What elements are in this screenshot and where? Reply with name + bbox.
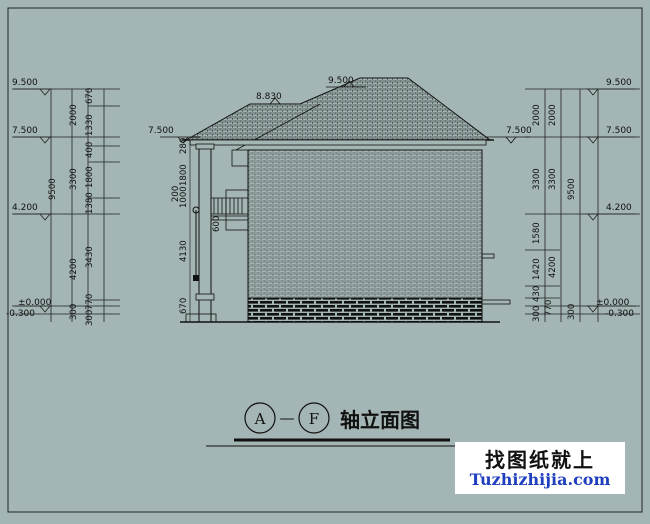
watermark-cn: 找图纸就上 bbox=[485, 448, 595, 472]
bldg-dim-280: 280 bbox=[179, 138, 189, 154]
left-dim-second: 3300 bbox=[69, 168, 79, 190]
right-dim-300b: 300 bbox=[532, 306, 542, 322]
left-level-ground: ±0.000 bbox=[18, 298, 52, 308]
left-dim-300b: 300 bbox=[85, 310, 95, 326]
left-level-markers bbox=[14, 88, 52, 313]
left-dim-first: 4200 bbox=[69, 258, 79, 280]
porch-step bbox=[185, 313, 217, 323]
bldg-dim-1000: 1000 bbox=[179, 186, 189, 208]
left-dim-400: 400 bbox=[85, 142, 95, 158]
left-dim-roof: 2000 bbox=[69, 104, 79, 126]
left-dim-670: 670 bbox=[85, 88, 95, 104]
bldg-dim-670: 670 bbox=[179, 298, 189, 314]
column-capital bbox=[195, 143, 215, 150]
axis-a-circle bbox=[244, 402, 276, 434]
right-eave-marker bbox=[486, 136, 530, 144]
column-base bbox=[195, 293, 215, 301]
downpipe-head bbox=[192, 206, 200, 214]
top-marker bbox=[326, 80, 366, 88]
downpipe-shoe bbox=[193, 275, 199, 281]
right-level-markers bbox=[586, 88, 636, 313]
right-dim-second: 3300 bbox=[532, 168, 542, 190]
left-dim-overall: 9500 bbox=[48, 178, 58, 200]
brick-wall bbox=[247, 149, 483, 299]
right-level-grade: -0.300 bbox=[605, 309, 634, 319]
axis-a-label: A bbox=[254, 410, 266, 428]
left-dim-3430: 3430 bbox=[85, 246, 95, 268]
balcony-wall bbox=[225, 189, 249, 231]
left-level-top: 9.500 bbox=[12, 78, 38, 88]
right-dim-1580: 1580 bbox=[532, 222, 542, 244]
right-dim-plinth: 300 bbox=[567, 304, 577, 320]
watermark-en: Tuzhizhijia.com bbox=[469, 470, 611, 489]
right-dim-first: 4200 bbox=[548, 256, 558, 278]
left-dim-plinth: 300 bbox=[69, 304, 79, 320]
axis-f-circle bbox=[298, 402, 330, 434]
left-dimension-column bbox=[12, 88, 120, 322]
right-dim-roof: 2000 bbox=[532, 104, 542, 126]
drawing-frame bbox=[7, 7, 643, 513]
right-level-middle: 4.200 bbox=[606, 203, 632, 213]
right-dim-430: 430 bbox=[532, 286, 542, 302]
left-dim-1380: 1380 bbox=[85, 192, 95, 214]
ridge-level: 8.830 bbox=[256, 92, 282, 102]
left-level-grade: -0.300 bbox=[6, 309, 35, 319]
drawing-title bbox=[206, 402, 455, 447]
right-step bbox=[481, 299, 511, 305]
bldg-dim-200: 200 bbox=[171, 186, 181, 202]
top-level: 9.500 bbox=[328, 76, 354, 86]
side-ledge bbox=[481, 253, 495, 259]
right-level-top: 9.500 bbox=[606, 78, 632, 88]
right-dim-1420: 1420 bbox=[532, 258, 542, 280]
title-text: 轴立面图 bbox=[340, 408, 420, 432]
left-eave-marker bbox=[160, 136, 200, 144]
ridge-marker bbox=[254, 97, 290, 105]
upper-window-frame bbox=[231, 149, 249, 167]
balcony-railing bbox=[206, 197, 248, 221]
bldg-dim-4130: 4130 bbox=[179, 240, 189, 262]
eave-fascia bbox=[189, 139, 487, 146]
left-dim-1330: 1330 bbox=[85, 114, 95, 136]
axis-f-label: F bbox=[309, 410, 319, 428]
right-dim-770: 770 bbox=[544, 300, 554, 316]
left-dim-770: 770 bbox=[85, 294, 95, 310]
watermark: 找图纸就上 Tuzhizhijia.com bbox=[455, 442, 625, 494]
eave-level-left: 7.500 bbox=[148, 126, 174, 136]
building bbox=[160, 77, 530, 323]
left-dim-1800: 1800 bbox=[85, 166, 95, 188]
left-level-middle: 4.200 bbox=[12, 203, 38, 213]
right-dim-second-2: 3300 bbox=[548, 168, 558, 190]
plinth bbox=[247, 297, 483, 323]
eave-level-right: 7.500 bbox=[506, 126, 532, 136]
left-level-upper: 7.500 bbox=[12, 126, 38, 136]
bldg-dim-1800: 1800 bbox=[179, 164, 189, 186]
right-level-upper: 7.500 bbox=[606, 126, 632, 136]
right-dim-overall: 9500 bbox=[567, 178, 577, 200]
bldg-dim-600: 600 bbox=[212, 216, 222, 232]
axis-dash: — bbox=[280, 409, 295, 427]
right-level-ground: ±0.000 bbox=[596, 298, 630, 308]
right-dim-roof-2: 2000 bbox=[548, 104, 558, 126]
